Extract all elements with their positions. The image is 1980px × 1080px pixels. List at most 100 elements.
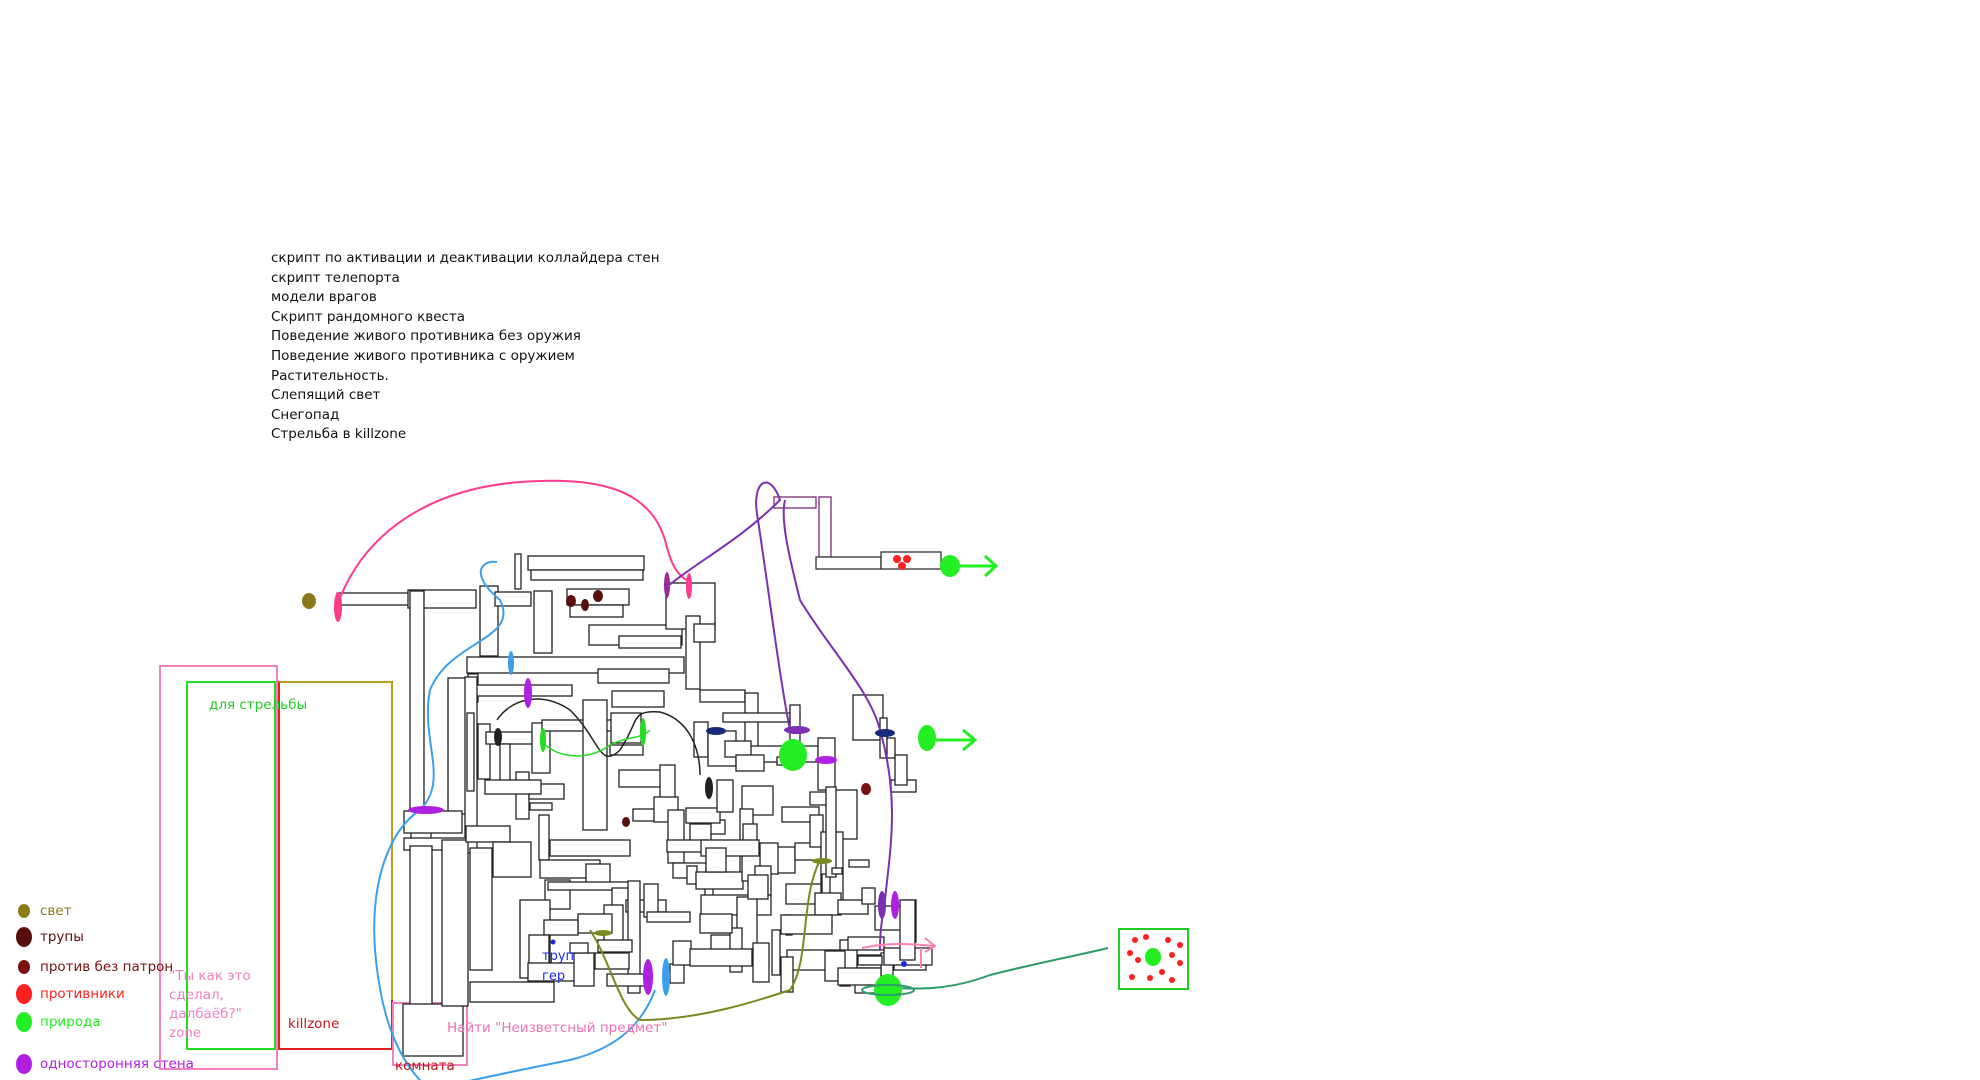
wall-segment [544,920,578,935]
wall-segment [700,914,732,933]
killzone-outline [279,682,392,1049]
one-way-wall-marker [524,678,532,708]
enemy-marker [903,555,911,563]
wall-segment [832,868,842,874]
wall-segment [534,591,552,653]
wall-segment [753,943,769,982]
wall-segment [531,570,643,580]
legend-label: односторонняя стена [40,1056,194,1072]
one-way-wall-marker [508,651,514,675]
todo-item: модели врагов [271,288,660,308]
one-way-wall-marker [875,729,895,737]
legend-item: свет [14,901,72,921]
legend-label: трупы [40,929,84,945]
wall-segment [772,930,780,975]
wall-segment [862,888,875,904]
wall-segment [550,840,630,856]
one-way-wall-marker [408,806,444,814]
wall-segment [895,755,907,785]
wall-segment [337,593,409,605]
nature-marker [779,739,807,771]
wall-segment [410,591,424,817]
one-way-wall-marker [334,592,342,622]
one-way-wall-marker [812,858,832,864]
how-zone-label: "Ты как это сделал, далбаёб?" zone [169,967,251,1043]
wall-segment [466,826,510,842]
enemy-marker [898,562,906,570]
legend-label: противники [40,986,125,1002]
killzone-label: killzone [288,1016,339,1032]
one-way-wall-marker [594,930,612,936]
wall-segment [690,949,752,966]
wall-segment [595,953,629,969]
hero-marker [901,961,907,967]
corpse-marker [622,817,630,827]
enemy-no-ammo-marker [861,783,871,795]
wall-segment [493,842,531,877]
wall-segment [706,848,726,872]
wall-segment [410,846,432,1006]
legend-item: односторонняя стена [14,1054,194,1074]
one-way-wall-marker [640,718,646,746]
nature-marker [940,555,960,577]
legend-item: природа [14,1012,101,1032]
enemy-marker [893,555,901,563]
wall-segment [467,713,474,791]
todo-item: Снегопад [271,406,660,426]
top-right-chamber [774,497,941,569]
wall-segment [515,554,521,589]
todo-list: скрипт по активации и деактивации коллай… [271,249,660,445]
todo-item: Поведение живого противника без оружия [271,327,660,347]
wall-segment [619,636,681,648]
wall-segment [539,815,549,860]
wall-segment [700,690,745,702]
legend-label: природа [40,1014,101,1030]
one-way-wall-marker [643,959,653,995]
path-pink [337,481,690,606]
wall-segment [470,848,492,970]
one-way-wall-marker [540,728,546,752]
legend-item: против без патрон [14,957,173,977]
wall-segment [838,968,881,985]
wall-segment [696,872,743,889]
wall-segment [470,685,572,696]
corpse-marker [581,599,589,611]
wall-segment [686,808,720,823]
wall-segment [717,780,733,812]
wall-segment [858,956,882,965]
nature-marker [918,725,936,751]
wall-segment [485,780,541,794]
wall-segment [495,592,531,606]
wall-segment [723,713,790,722]
wall-segment [736,755,764,771]
one-way-wall-marker [664,572,670,598]
wall-segment [818,738,835,790]
legend-label: свет [40,903,72,919]
corpse-hero-label: труп гер [542,947,574,987]
wall-segment [583,700,607,830]
blob-icon [14,1054,34,1074]
wall-segment [900,900,915,960]
todo-item: Скрипт рандомного квеста [271,308,660,328]
corpse-marker [494,728,502,746]
wall-segment [598,669,669,683]
wall-segment [530,803,552,810]
corpse-marker [593,590,603,602]
one-way-wall-marker [878,891,886,919]
one-way-wall-marker [662,958,670,996]
wall-segment [586,864,610,884]
legend-label: против без патрон [40,959,173,975]
wall-segment [849,860,869,867]
blob-icon [14,927,34,947]
room-label: комната [395,1058,455,1074]
corpse-marker [705,777,713,799]
wall-segment [668,810,684,863]
todo-item: Стрельба в killzone [271,425,660,445]
shooting-label: для стрельбы [209,697,307,713]
wall-segment [578,914,612,933]
dot-icon [14,957,34,977]
one-way-wall-marker [815,756,837,764]
maze-walls [337,554,932,1056]
wall-segment [694,624,715,642]
